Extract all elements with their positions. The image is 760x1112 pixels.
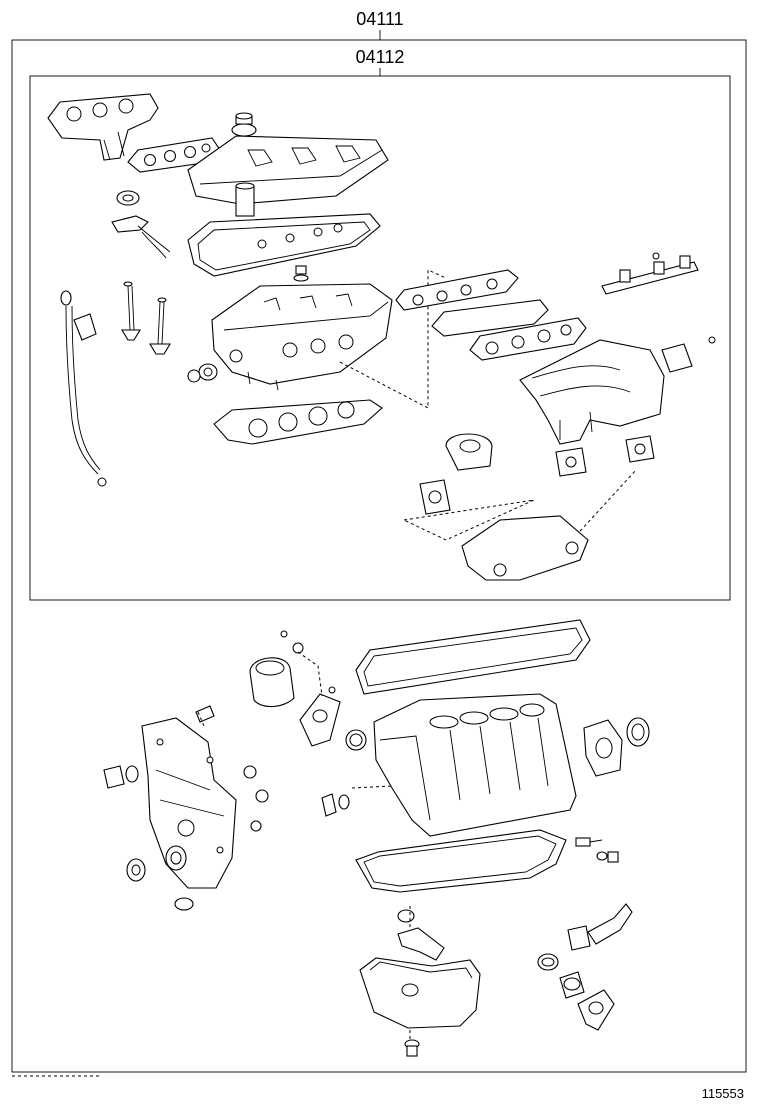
plug-icon bbox=[293, 265, 309, 282]
drain-plug-icon bbox=[404, 1039, 420, 1057]
oil-seal-icon bbox=[126, 845, 187, 882]
oil-strainer-icon bbox=[397, 909, 445, 961]
leader-lines-upper bbox=[339, 269, 637, 541]
cylinder-block-icon bbox=[373, 693, 577, 837]
oil-pan-gasket-icon bbox=[355, 829, 567, 893]
water-inlet-icon bbox=[299, 686, 341, 747]
rear-oil-seal-retainer-icon bbox=[583, 717, 650, 777]
oil-seal-icon bbox=[345, 729, 367, 751]
bolt-icon bbox=[575, 837, 619, 863]
exhaust-manifold-icon bbox=[47, 93, 159, 161]
intake-manifold-icon bbox=[519, 336, 716, 445]
cylinder-head-gasket-icon bbox=[213, 399, 383, 445]
oil-filter-bracket-icon bbox=[249, 630, 304, 708]
throttle-body-icon bbox=[445, 433, 589, 581]
engine-valve-icon bbox=[121, 281, 171, 355]
throttle-body-gasket-icon bbox=[419, 435, 655, 515]
head-cover-gasket-icon bbox=[187, 213, 381, 277]
outer-kit-frame bbox=[11, 39, 747, 1073]
oil-dipstick-icon bbox=[60, 290, 107, 487]
thermostat-icon bbox=[537, 953, 585, 999]
inner-kit-code: 04112 bbox=[356, 47, 405, 67]
inner-kit-frame bbox=[29, 75, 731, 601]
cylinder-head-icon bbox=[211, 283, 393, 391]
cylinder-head-cover-icon bbox=[187, 135, 389, 217]
oil-pan-gasket-upper-icon bbox=[355, 619, 591, 695]
intake-manifold-gasket-icon bbox=[395, 269, 587, 361]
oil-seal-icon bbox=[187, 363, 218, 383]
timing-chain-cover-icon bbox=[141, 717, 237, 889]
illustration-number: 115553 bbox=[702, 1086, 744, 1101]
clip-icon bbox=[321, 793, 350, 817]
oil-filler-cap-icon bbox=[231, 112, 257, 137]
water-inlet-icon bbox=[567, 903, 633, 1031]
bracket-icon bbox=[103, 765, 139, 789]
outer-kit-code: 04111 bbox=[356, 9, 403, 29]
oil-pan-icon bbox=[359, 957, 481, 1029]
water-outlet-icon bbox=[111, 190, 171, 259]
leader-lines-lower bbox=[197, 651, 411, 1040]
fuel-rail-icon bbox=[601, 252, 699, 295]
